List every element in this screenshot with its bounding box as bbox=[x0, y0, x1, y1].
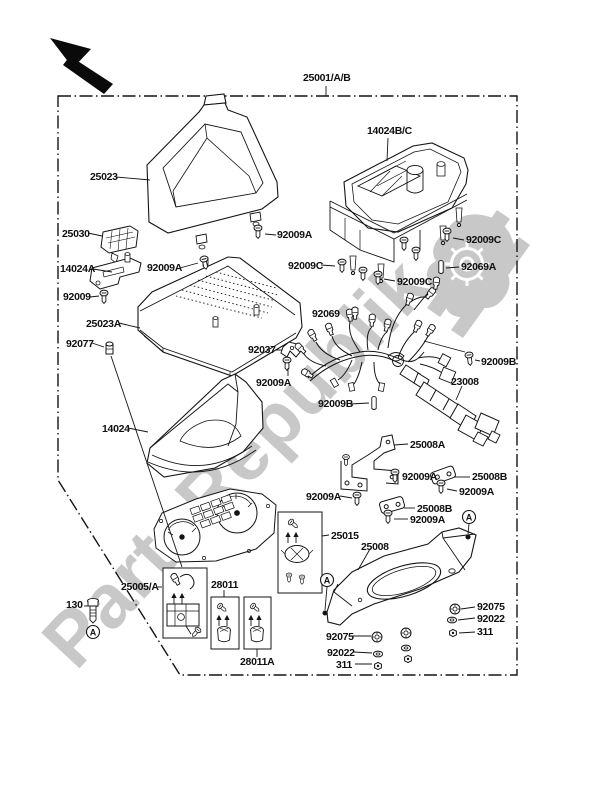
svg-text:A: A bbox=[324, 576, 331, 586]
part-meter-face-plate bbox=[153, 488, 277, 563]
screw-icon bbox=[464, 351, 475, 367]
part-25008b-bracket bbox=[430, 465, 456, 485]
part-label-25023: 25023 bbox=[90, 171, 118, 183]
part-label-92009: 92009 bbox=[63, 291, 91, 303]
screw-icon bbox=[436, 479, 446, 494]
screw-icon bbox=[99, 289, 109, 304]
diagram-border bbox=[57, 95, 518, 676]
callout-a: A bbox=[461, 509, 477, 525]
screw-icon bbox=[342, 454, 350, 467]
watermark-logo-blob bbox=[427, 214, 515, 318]
callout-a: A bbox=[85, 624, 101, 640]
watermark-gear-icon bbox=[445, 242, 489, 286]
part-label-92009a-5: 92009A bbox=[459, 486, 494, 498]
part-label-92009c-2: 92009C bbox=[288, 260, 323, 272]
screw-icon bbox=[253, 224, 263, 239]
part-label-92009c-1: 92009C bbox=[466, 234, 501, 246]
washer-icon bbox=[400, 644, 412, 652]
part-25008-meter-stay-plate bbox=[322, 527, 477, 626]
part-14024a-bracket bbox=[89, 252, 142, 290]
part-label-28011: 28011 bbox=[211, 579, 239, 591]
screw-icon bbox=[411, 246, 421, 261]
grommet-icon bbox=[400, 627, 412, 639]
part-label-25001ab: 25001/A/B bbox=[303, 72, 351, 84]
part-25023-housing bbox=[146, 93, 279, 250]
nut-icon bbox=[374, 661, 382, 671]
leader-lines bbox=[84, 86, 481, 665]
part-label-14024: 14024 bbox=[102, 423, 130, 435]
part-label-92075-r: 92075 bbox=[477, 601, 505, 613]
part-label-25008b-2: 25008B bbox=[417, 503, 452, 515]
part-label-25008b-1: 25008B bbox=[472, 471, 507, 483]
part-label-92009b-1: 92009B bbox=[318, 398, 353, 410]
part-label-92009a-3: 92009A bbox=[256, 377, 291, 389]
fasteners bbox=[87, 224, 475, 671]
part-14024bc-junction-box bbox=[329, 142, 469, 284]
part-label-311-r: 311 bbox=[477, 626, 494, 638]
part-label-25030: 25030 bbox=[62, 228, 90, 240]
part-label-92037: 92037 bbox=[248, 344, 276, 356]
part-label-14024bc: 14024B/C bbox=[367, 125, 412, 137]
part-label-92069a: 92069A bbox=[461, 261, 496, 273]
part-label-92009a-2: 92009A bbox=[147, 262, 182, 274]
screw-icon bbox=[352, 491, 362, 506]
part-14024-cover bbox=[146, 373, 264, 478]
bolt-icon bbox=[87, 597, 99, 624]
part-label-14024a: 14024A bbox=[60, 263, 95, 275]
part-label-311-l: 311 bbox=[336, 659, 353, 671]
part-label-25015: 25015 bbox=[331, 530, 359, 542]
grommet-icon bbox=[449, 603, 461, 615]
part-92077-damper bbox=[105, 341, 114, 355]
screw-icon bbox=[383, 509, 393, 524]
grommet-icon bbox=[371, 631, 383, 643]
part-label-25005a: 25005/A bbox=[121, 581, 159, 593]
part-label-92022-l: 92022 bbox=[327, 647, 355, 659]
nut-icon bbox=[404, 654, 412, 664]
part-label-25008: 25008 bbox=[361, 541, 389, 553]
screw-icon bbox=[337, 258, 347, 273]
part-label-92009a-1: 92009A bbox=[277, 229, 312, 241]
pin-icon bbox=[438, 260, 444, 274]
part-92037-hole bbox=[289, 345, 294, 350]
part-label-28011a: 28011A bbox=[240, 656, 275, 668]
part-25005-meter-unit-box bbox=[162, 567, 208, 639]
part-25008b-bracket bbox=[379, 496, 405, 514]
screw-icon bbox=[399, 236, 409, 251]
part-25030-damper bbox=[100, 225, 139, 269]
nut-icon bbox=[449, 628, 457, 638]
part-25008a-bracket bbox=[340, 434, 399, 492]
part-label-92075-l: 92075 bbox=[326, 631, 354, 643]
part-label-92009b-2: 92009B bbox=[481, 356, 516, 368]
callout-a: A bbox=[319, 572, 335, 588]
part-28011a-socket-box bbox=[243, 596, 272, 650]
washer-icon bbox=[372, 650, 384, 658]
part-label-25008a: 25008A bbox=[410, 439, 445, 451]
part-label-92022-r: 92022 bbox=[477, 613, 505, 625]
part-label-130: 130 bbox=[66, 599, 83, 611]
pin-icon bbox=[371, 396, 377, 410]
part-25015-socket-box bbox=[277, 511, 323, 594]
part-label-92009a-7: 92009A bbox=[410, 514, 445, 526]
part-label-92009a-4: 92009A bbox=[402, 471, 437, 483]
washer-icon bbox=[446, 616, 458, 624]
part-label-23008: 23008 bbox=[451, 376, 479, 388]
direction-arrow-icon bbox=[50, 38, 113, 94]
part-28011-socket-box bbox=[210, 596, 240, 650]
part-23008-harness bbox=[293, 276, 501, 447]
part-label-92069: 92069 bbox=[312, 308, 340, 320]
part-label-25023a: 25023A bbox=[86, 318, 121, 330]
part-label-92009c-3: 92009C bbox=[397, 276, 432, 288]
part-label-92009a-6: 92009A bbox=[306, 491, 341, 503]
part-25023a-cover bbox=[137, 256, 303, 377]
part-label-92077: 92077 bbox=[66, 338, 94, 350]
svg-text:A: A bbox=[466, 513, 473, 523]
svg-text:A: A bbox=[90, 628, 97, 638]
